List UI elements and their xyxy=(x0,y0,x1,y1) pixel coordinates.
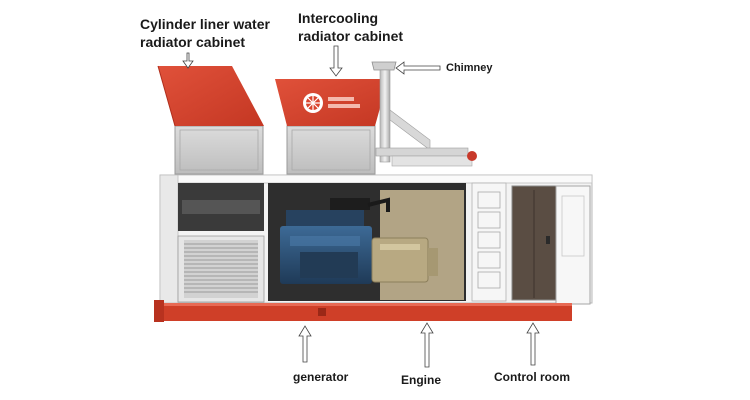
shelf-column xyxy=(471,182,507,302)
label-generator: generator xyxy=(293,370,349,384)
label-cylinder-liner-radiator: Cylinder liner water radiator cabinet xyxy=(140,16,270,51)
arrow-chimney xyxy=(395,61,441,75)
label-intercooling-line2: radiator cabinet xyxy=(298,27,404,44)
label-cylinder-line1: Cylinder liner water xyxy=(140,16,270,32)
arrow-engine xyxy=(420,322,434,368)
label-cylinder-line2: radiator cabinet xyxy=(140,33,246,50)
arrow-cylinder-radiator xyxy=(182,52,194,69)
arrow-intercooling-radiator xyxy=(329,45,343,77)
alternator xyxy=(371,237,438,283)
engine xyxy=(280,197,390,284)
intercooling-radiator-cabinet xyxy=(275,79,388,175)
control-room-doors xyxy=(511,185,591,305)
label-intercooling-line1: Intercooling xyxy=(298,10,379,26)
chimney xyxy=(371,61,477,167)
arrow-control-room xyxy=(526,322,540,366)
arrow-generator xyxy=(298,325,312,363)
label-intercooling-radiator: Intercooling radiator cabinet xyxy=(298,10,403,45)
cylinder-liner-radiator-cabinet xyxy=(157,65,264,175)
brand-logo xyxy=(303,93,360,113)
label-control-room: Control room xyxy=(494,370,570,384)
base-skid xyxy=(154,300,572,322)
label-chimney: Chimney xyxy=(446,62,493,74)
louvre-panel xyxy=(177,235,265,303)
label-engine: Engine xyxy=(401,373,442,387)
